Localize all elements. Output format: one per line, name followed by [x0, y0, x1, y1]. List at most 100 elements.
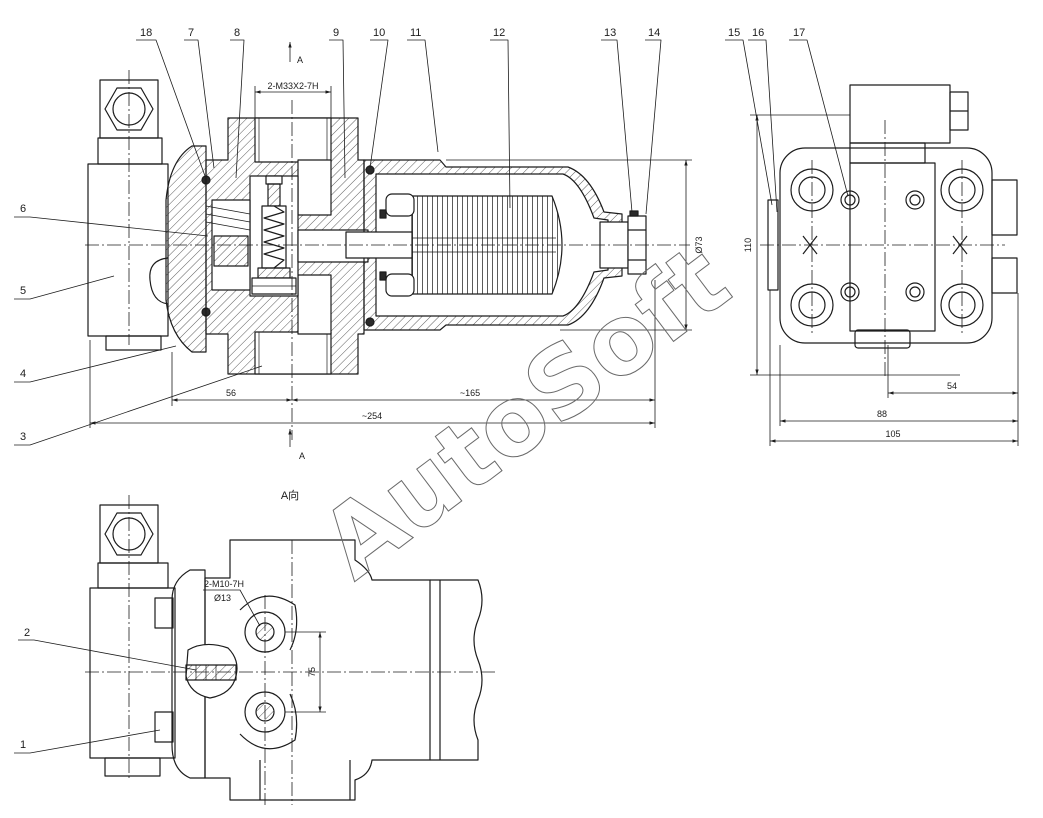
side-boss-upper: [991, 179, 1018, 236]
upper-chamber: [297, 159, 332, 216]
leader-line-5: [14, 275, 115, 300]
screw-hole-outer: [840, 282, 860, 302]
screw-hole-inner: [844, 194, 856, 206]
leader-line-3: [14, 365, 263, 446]
leader-line-18: [136, 39, 206, 177]
leader-line-12: [490, 39, 511, 209]
part-label-14: 14: [648, 27, 660, 39]
solenoid-nut-hex: [104, 512, 154, 556]
end-overall-width-label: 105: [885, 429, 900, 439]
mount-thread-label: 2-M10-7H: [204, 579, 244, 589]
part-label-7: 7: [188, 27, 194, 39]
screw-hole-inner: [909, 286, 921, 298]
end-view: 110 54 88 105: [743, 84, 1019, 446]
solenoid-box: [849, 84, 951, 144]
overall-length-label: ~254: [362, 411, 382, 421]
leader-line-8: [230, 39, 245, 179]
end-width-label: 88: [877, 409, 887, 419]
solenoid-base: [104, 757, 161, 777]
port-boss-upper: [239, 595, 298, 651]
mounting-screw: [185, 664, 237, 681]
part-label-16: 16: [752, 27, 764, 39]
solenoid-body: [87, 163, 169, 337]
solenoid-nut-hex: [104, 87, 154, 131]
side-boss-lower: [991, 257, 1018, 294]
leader-line-9: [329, 39, 346, 179]
mount-thread-leader: [203, 589, 261, 627]
housing-break-section: [430, 579, 483, 761]
leader-line-6: [14, 216, 209, 237]
leader-line-1: [14, 729, 161, 754]
part-label-5: 5: [20, 285, 26, 297]
solenoid-tab-upper: [154, 597, 174, 629]
spool-cap: [265, 175, 283, 185]
leader-line-17: [789, 39, 849, 197]
part-label-15: 15: [728, 27, 740, 39]
end-seal: [629, 210, 639, 217]
port-thread-label: 2-M33X2-7H: [267, 81, 318, 91]
section-arrow-top-label: A: [297, 55, 303, 65]
leader-line-4: [14, 345, 177, 383]
part-label-9: 9: [333, 27, 339, 39]
part-label-2: 2: [24, 627, 30, 639]
leader-line-16: [748, 39, 778, 213]
view-a-title: A向: [281, 488, 299, 502]
leader-line-2: [18, 639, 197, 671]
pilot-plug: [213, 235, 249, 267]
solenoid-base: [105, 335, 162, 351]
screw-hole-outer: [840, 190, 860, 210]
end-body-face: [849, 162, 936, 332]
mounting-flange: [171, 569, 206, 779]
leader-line-10: [369, 39, 389, 169]
part-label-17: 17: [793, 27, 805, 39]
spool-stem: [267, 183, 281, 207]
part-label-12: 12: [493, 27, 505, 39]
port-boss-lower: [239, 693, 298, 750]
spool-spring: [263, 205, 285, 269]
outlet-port: [254, 331, 332, 375]
end-offset-label: 54: [947, 381, 957, 391]
screw-hole-outer: [905, 190, 925, 210]
screw-hole-inner: [909, 194, 921, 206]
port-spacing-label: 75: [307, 667, 317, 677]
part-label-13: 13: [604, 27, 616, 39]
part-label-10: 10: [373, 27, 385, 39]
housing-seal-bottom: [365, 317, 375, 327]
leader-line-7: [184, 39, 215, 169]
leader-line-13: [601, 39, 633, 213]
solenoid-neck: [97, 137, 163, 165]
solenoid-neck: [849, 142, 926, 164]
part-label-1: 1: [20, 739, 26, 751]
screw-hole-outer: [905, 282, 925, 302]
element-cap-top: [385, 193, 415, 217]
part-label-18: 18: [140, 27, 152, 39]
part-label-4: 4: [20, 368, 26, 380]
element-seal-bottom: [379, 271, 387, 281]
leader-line-14: [645, 39, 662, 215]
view-a: A向 75 2-M10-7H Ø: [85, 488, 495, 805]
solenoid-neck: [97, 562, 169, 589]
spool-seat: [257, 267, 291, 279]
mount-hole-label: Ø13: [214, 593, 231, 603]
mounting-flange: [165, 145, 207, 353]
part-label-3: 3: [20, 431, 26, 443]
element-seal-top: [379, 209, 387, 219]
bottom-tab: [854, 329, 911, 349]
end-height-label: 110: [743, 238, 753, 252]
leader-line-15: [725, 39, 773, 206]
part-callouts: 18 7 8 9 10 11 12 13 14 15 16 17 6 5 4 3…: [14, 27, 849, 754]
pilot-passage: [205, 205, 251, 215]
lower-chamber: [297, 274, 332, 335]
part-label-6: 6: [20, 203, 26, 215]
housing-diameter-label: Ø73: [694, 236, 704, 253]
pilot-passage: [205, 213, 251, 223]
part-label-11: 11: [410, 27, 421, 39]
part-label-8: 8: [234, 27, 240, 39]
section-view: 2-M33X2-7H Ø73 56 ~165 ~254 A A: [85, 42, 704, 461]
inlet-port: [254, 117, 332, 163]
leader-line-11: [407, 39, 439, 153]
solenoid-body: [89, 587, 176, 759]
body-offset-label: 56: [226, 388, 236, 398]
screw-hole-inner: [844, 286, 856, 298]
